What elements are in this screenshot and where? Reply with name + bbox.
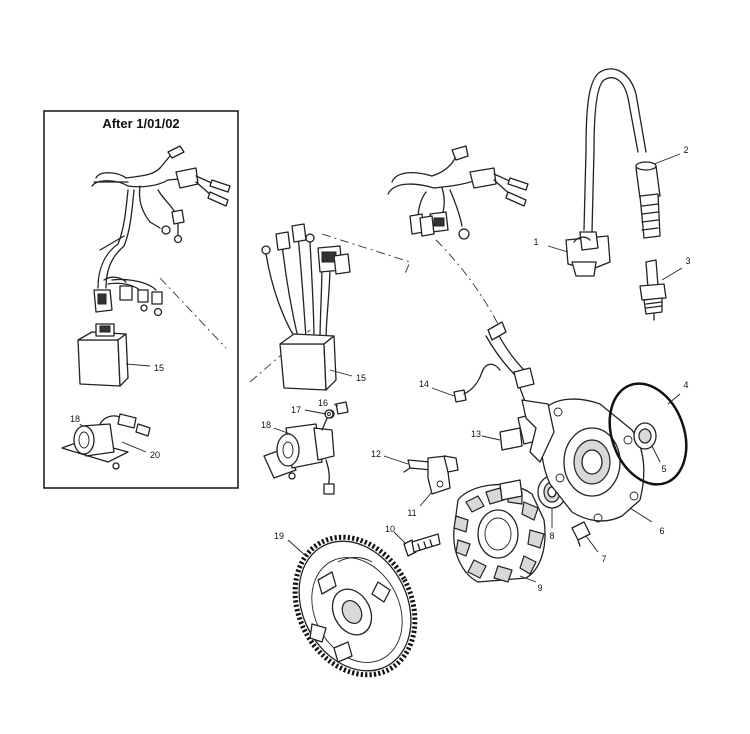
callout-18: 18	[261, 420, 271, 430]
callout-4: 4	[683, 380, 688, 390]
callout-2: 2	[683, 145, 688, 155]
callout-19: 19	[274, 531, 284, 541]
callout-11: 11	[407, 508, 416, 518]
o-ring	[608, 382, 688, 486]
callout-6: 6	[659, 526, 664, 536]
stator	[453, 479, 546, 583]
flywheel	[292, 534, 418, 678]
callout-14: 14	[419, 379, 429, 389]
bearing-seal	[633, 422, 657, 450]
inset-starter-solenoid	[61, 413, 151, 470]
inset-cdi-module	[77, 323, 129, 387]
callout-13: 13	[471, 429, 481, 439]
callout-7: 7	[601, 554, 606, 564]
housing-screw	[571, 521, 591, 547]
callout-8: 8	[549, 531, 554, 541]
callout-9: 9	[537, 583, 542, 593]
callout-12: 12	[371, 449, 381, 459]
inset-wiring-harness	[91, 145, 231, 317]
main-wiring-harness	[387, 145, 529, 240]
callout-inset-18: 18	[70, 414, 80, 424]
callout-10: 10	[385, 524, 395, 534]
spark-plug	[639, 259, 667, 321]
callout-1: 1	[533, 237, 538, 247]
callout-5: 5	[661, 464, 666, 474]
ignition-coil	[565, 68, 647, 277]
callout-inset-20: 20	[150, 450, 160, 460]
stator-housing	[521, 398, 645, 523]
spark-plug-cap	[635, 161, 661, 239]
callout-16: 16	[318, 398, 328, 408]
callout-inset-15: 15	[154, 363, 164, 373]
leader-lines	[273, 153, 683, 583]
stator-bolt	[403, 533, 441, 557]
pickup-coil	[453, 321, 541, 451]
inset-panel: After 1/01/02	[43, 110, 239, 489]
main-cdi-module	[261, 223, 351, 391]
callout-17: 17	[291, 405, 301, 415]
solenoid-hardware	[324, 401, 349, 419]
inset-title: After 1/01/02	[102, 116, 179, 131]
starter-solenoid	[263, 409, 335, 495]
bracket-and-bolt	[403, 455, 459, 495]
callout-15: 15	[356, 373, 366, 383]
callout-labels: 1 2 3 4 5 6 7 8 9 10 11 12 13 14 15 16 1…	[70, 145, 691, 593]
callout-3: 3	[685, 256, 690, 266]
